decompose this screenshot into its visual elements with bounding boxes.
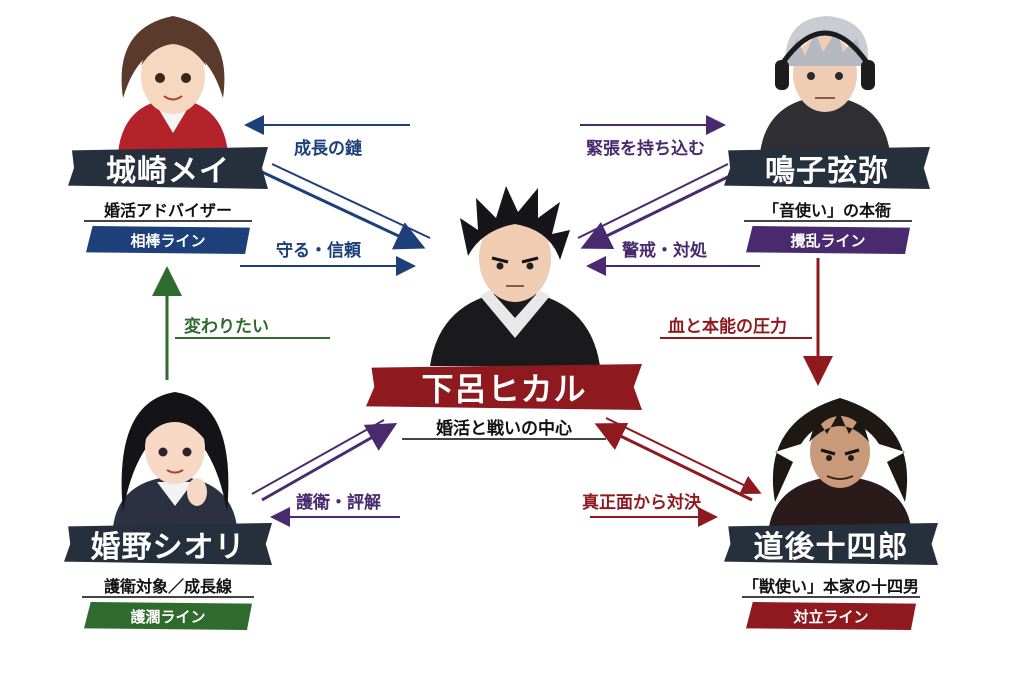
portrait-mei (118, 16, 228, 153)
arrow-mei-to-center-b (271, 163, 431, 239)
relation-label-mei-to-center: 守る・信頼 (276, 241, 361, 261)
relation-label-gen-top: 緊張を持ち込む (586, 139, 705, 159)
relation-label-gen-to-center: 警戒・対処 (622, 241, 707, 261)
role-mei: 婚活アドバイザー (103, 201, 232, 220)
arrow-mei-to-center-a (261, 170, 426, 250)
line-badge-toshiro: 対立ライン (746, 602, 916, 630)
arrow-shiori-to-center-b (251, 419, 385, 495)
name-banner-mei: 城崎メイ (68, 147, 268, 189)
relation-label-mei-top: 成長の鏈 (294, 139, 362, 159)
name-banner-gen: 鳴子弦弥 (724, 147, 930, 189)
role-toshiro: 「獣使い」本家の十四男 (742, 577, 919, 596)
name-banner-toshiro: 道後十四郎 (724, 523, 938, 565)
portrait-toshiro (769, 398, 911, 527)
name-banner-hikaru: 下呂ヒカル (366, 364, 642, 410)
portrait-shiori (113, 392, 237, 527)
relation-label-shiori-to-center: 護衛・評解 (296, 493, 381, 513)
arrow-shiori-to-center-a (261, 423, 398, 502)
role-gen: 「音使い」の本衙 (762, 201, 891, 220)
portrait-gen (760, 16, 890, 153)
line-badge-shiori: 護濶ライン (84, 602, 252, 630)
role-shiori: 護衛対象／成長線 (103, 577, 232, 596)
line-badge-gen: 攪乱ライン (746, 226, 910, 254)
divider-toshiro (742, 596, 920, 598)
arrow-gen-to-center-b (577, 163, 729, 239)
relation-label-gen-to-toshiro: 血と本能の圧力 (668, 317, 787, 337)
subtitle-hikaru: 婚活と戦いの中心 (436, 419, 572, 439)
relation-label-toshiro-to-center: 真正面から対決 (582, 493, 701, 513)
line-badge-mei: 相棒ライン (86, 226, 250, 254)
divider-gen (744, 220, 912, 222)
portrait-hikaru (430, 186, 600, 366)
relation-label-shiori-to-mei: 変わりたい (184, 317, 269, 337)
divider-hikaru (402, 438, 606, 440)
arrow-gen-to-center-a (580, 170, 739, 249)
arrow-toshiro-to-center-a (594, 423, 753, 502)
divider-shiori (82, 596, 254, 598)
arrow-toshiro-to-center-b (605, 417, 762, 494)
name-banner-shiori: 婚野シオリ (64, 523, 272, 565)
divider-mei (84, 220, 252, 222)
